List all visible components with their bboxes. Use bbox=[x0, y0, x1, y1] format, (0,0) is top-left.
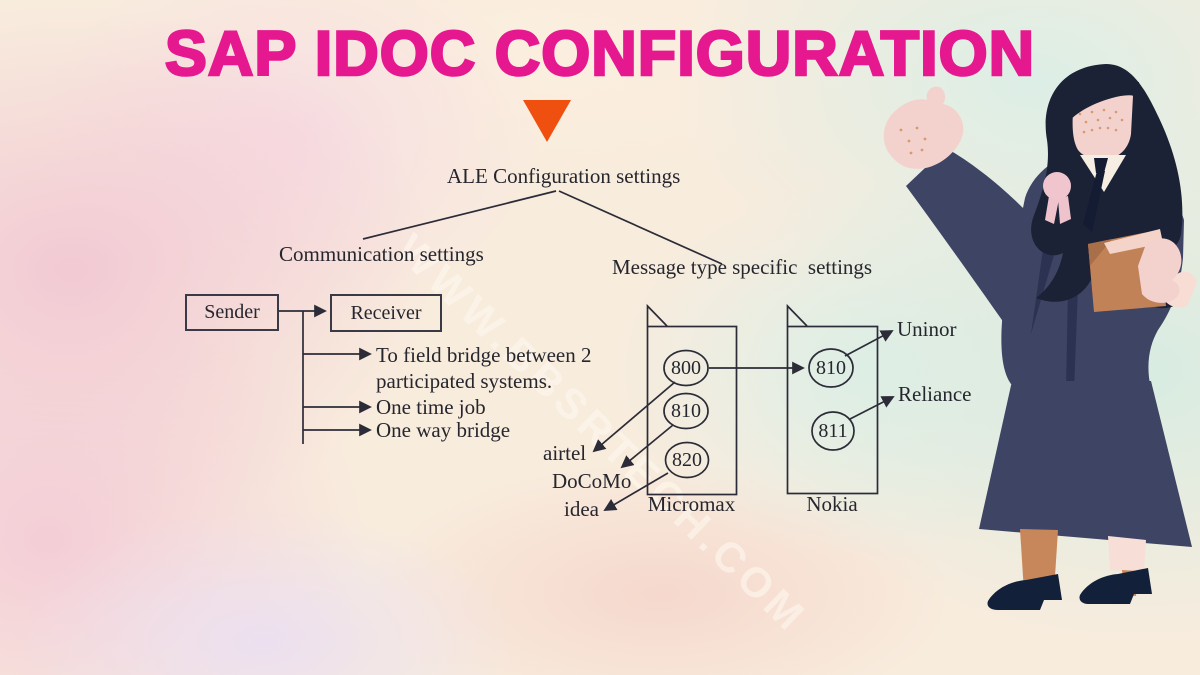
branch-line-left bbox=[362, 190, 557, 240]
nokia-label: Nokia bbox=[806, 492, 858, 516]
receiver-box: Receiver bbox=[330, 294, 442, 332]
micromax-code-800: 800 bbox=[671, 357, 701, 379]
nokia-code-811: 811 bbox=[818, 420, 848, 442]
root-label: ALE Configuration settings bbox=[447, 164, 681, 188]
partner-reliance: Reliance bbox=[898, 382, 972, 406]
nokia-code-810: 810 bbox=[816, 357, 846, 379]
note-line-4: One way bridge bbox=[376, 418, 511, 442]
paper-flap bbox=[1104, 229, 1163, 254]
tie-knot bbox=[1094, 158, 1108, 173]
nokia-code-circle-811 bbox=[811, 411, 855, 451]
note-line-3: One time job bbox=[376, 395, 486, 419]
branch-line-right bbox=[558, 190, 723, 265]
micromax-code-810: 810 bbox=[671, 400, 701, 422]
micromax-box bbox=[646, 325, 738, 496]
nokia-box bbox=[786, 325, 879, 495]
holding-hand bbox=[1138, 238, 1182, 303]
triangle-down-icon bbox=[523, 100, 571, 142]
partner-uninor: Uninor bbox=[897, 317, 957, 341]
left-shoe bbox=[987, 574, 1062, 610]
arrow-800-to-airtel bbox=[592, 381, 676, 453]
page-title: SAP IDOC CONFIGURATION bbox=[164, 18, 1036, 91]
micromax-code-circle-800 bbox=[663, 349, 709, 387]
message-type-settings-label: Message type specific settings bbox=[612, 255, 873, 279]
robe-skirt bbox=[979, 381, 1192, 547]
arrow-810-to-uninor bbox=[844, 330, 894, 357]
arrow-820-to-idea bbox=[603, 472, 669, 511]
sender-box: Sender bbox=[185, 294, 279, 331]
partner-airtel: airtel bbox=[543, 441, 587, 465]
hair-fringe bbox=[1066, 82, 1139, 124]
micromax-flag-icon bbox=[646, 303, 668, 327]
arrow-811-to-reliance bbox=[849, 396, 895, 420]
micromax-code-circle-810 bbox=[663, 392, 709, 430]
hand-freckles bbox=[899, 126, 927, 155]
partner-docomo: DoCoMo bbox=[552, 469, 632, 493]
partner-idea: idea bbox=[564, 497, 599, 521]
nokia-flag-icon bbox=[786, 303, 808, 327]
presenter-body bbox=[883, 64, 1197, 610]
nokia-code-circle-810 bbox=[808, 348, 854, 388]
micromax-code-circle-820 bbox=[664, 441, 710, 479]
face-freckles bbox=[1078, 108, 1124, 134]
note-line-1: To field bridge between 2 bbox=[376, 343, 592, 367]
micromax-label: Micromax bbox=[647, 492, 736, 516]
tie bbox=[1083, 171, 1105, 232]
right-leg bbox=[1108, 536, 1146, 572]
rosette-ribbon-right bbox=[1058, 196, 1071, 224]
note-line-2: participated systems. bbox=[376, 369, 553, 393]
right-shoe bbox=[1079, 568, 1152, 604]
arrow-810-to-docomo bbox=[620, 424, 674, 469]
rosette-badge bbox=[1043, 172, 1071, 200]
rosette-ribbon-left bbox=[1045, 196, 1059, 224]
raised-hand bbox=[883, 86, 964, 169]
communication-settings-label: Communication settings bbox=[279, 242, 484, 266]
micromax-code-820: 820 bbox=[672, 449, 702, 471]
